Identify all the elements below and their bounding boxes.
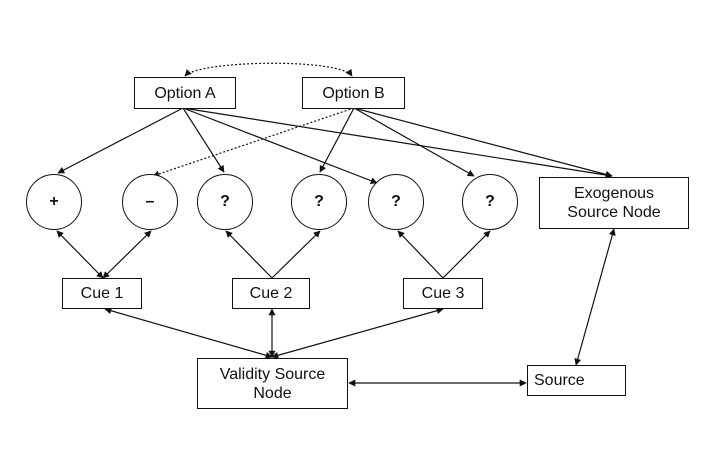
plus-node: + <box>26 174 82 230</box>
cue3-q4-arrow <box>442 230 491 279</box>
cue2-q2-arrow <box>271 230 321 279</box>
a-to-q3-arrow <box>182 107 378 184</box>
option-a-b-dotted-link <box>184 62 353 77</box>
cue-3-node: Cue 3 <box>403 278 483 309</box>
validity-cue1-link <box>104 307 273 359</box>
source-exogenous-link <box>574 228 616 366</box>
cue-2-node: Cue 2 <box>232 278 310 309</box>
b-to-q4-arrow <box>353 107 475 177</box>
source-node: Source <box>527 365 626 396</box>
b-to-minus-dotted-arrow <box>152 107 355 178</box>
validity-label-line-2: Node <box>253 384 292 402</box>
cue1-plus-link <box>56 230 104 279</box>
a-to-plus-arrow <box>57 107 184 174</box>
question-node-2: ? <box>291 174 347 230</box>
question-node-1: ? <box>197 174 253 230</box>
option-b-node: Option B <box>302 77 405 109</box>
cue2-q1-arrow <box>225 230 273 279</box>
question-node-3: ? <box>368 174 424 230</box>
exogenous-label-line-1: Exogenous <box>573 185 655 202</box>
cue-1-node: Cue 1 <box>62 278 142 309</box>
validity-label-line-1: Validity Source <box>219 365 326 383</box>
a-to-q1-arrow <box>182 107 225 173</box>
validity-source-node: Validity Source Node <box>197 358 348 409</box>
b-to-q2-arrow <box>319 107 355 173</box>
cue3-q3-arrow <box>397 230 444 279</box>
option-a-node: Option A <box>134 77 236 109</box>
question-node-4: ? <box>462 174 518 230</box>
exogenous-source-node: Exogenous Source Node <box>539 177 689 229</box>
a-to-exogenous-arrow <box>182 107 613 179</box>
exogenous-label-line-2: Source Node <box>567 204 661 221</box>
validity-cue3-link <box>271 307 444 359</box>
b-to-exogenous-arrow <box>353 107 613 178</box>
cue1-minus-link <box>102 230 152 279</box>
minus-node: – <box>122 174 178 230</box>
